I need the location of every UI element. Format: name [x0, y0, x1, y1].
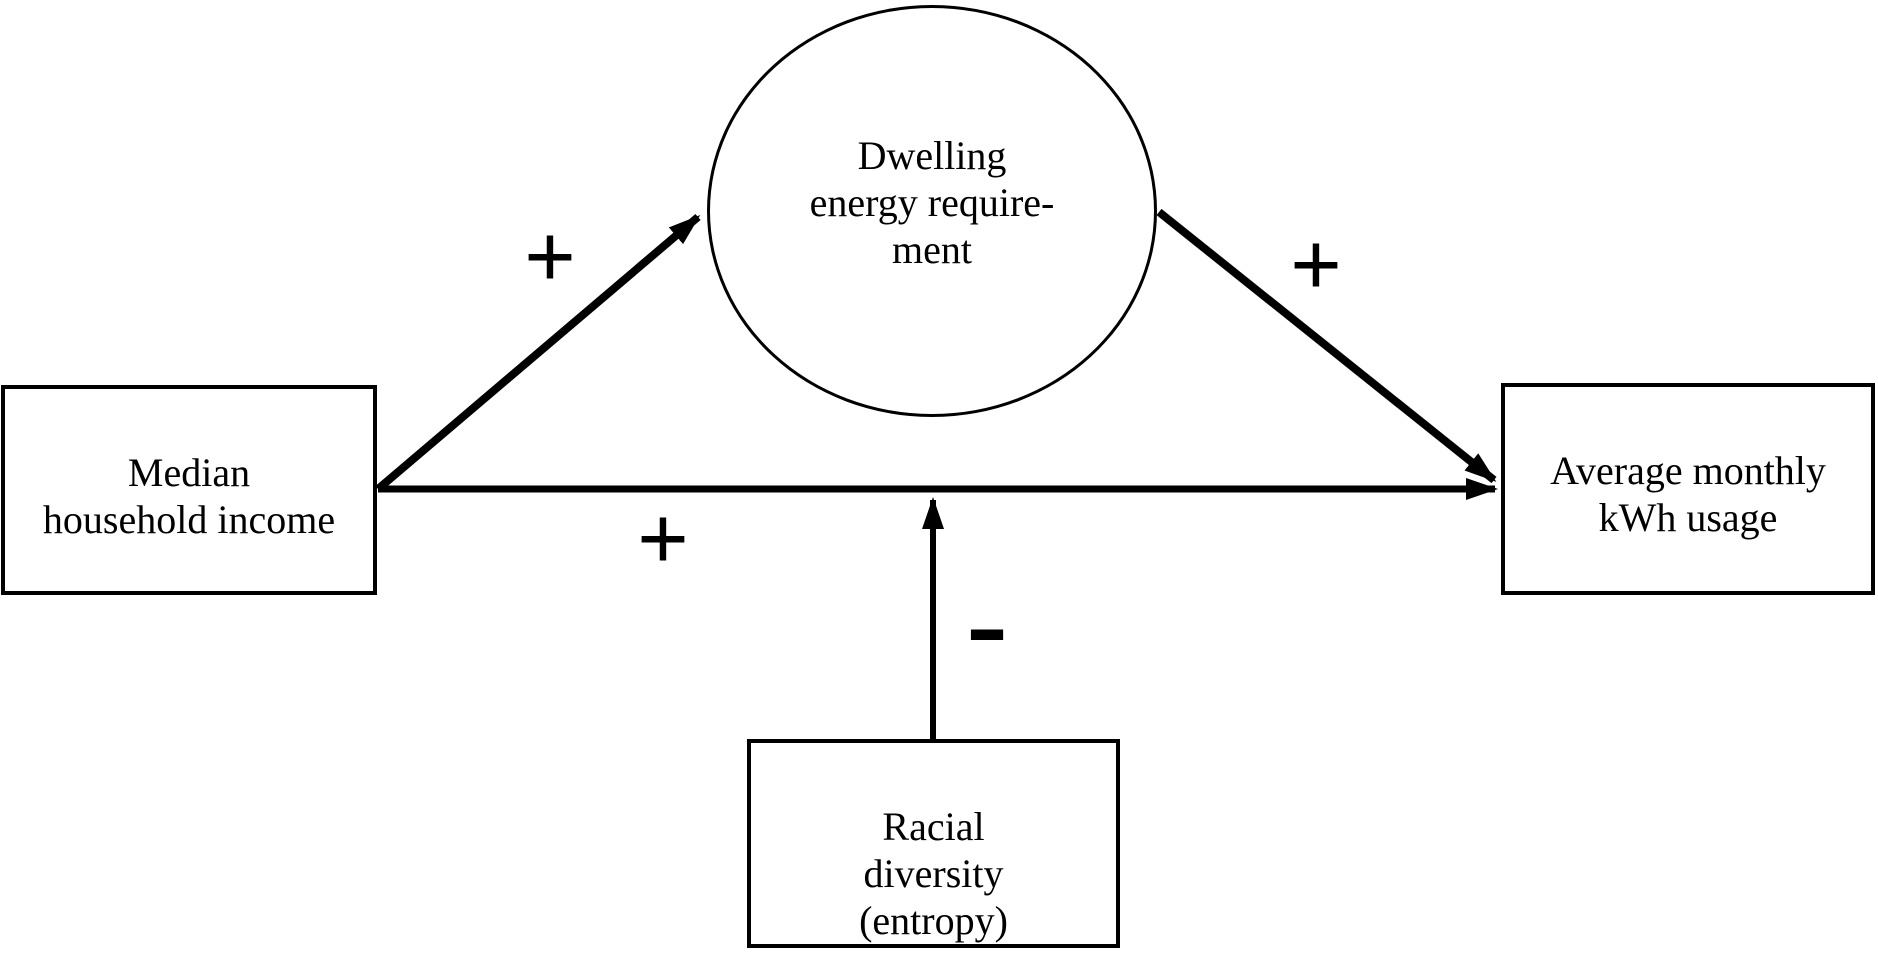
sign-dwelling-to-kwh-plus: +	[1289, 213, 1343, 316]
sign-income-to-kwh-plus: +	[636, 487, 690, 590]
node-label-racial-diversity-entropy: Racial diversity (entropy)	[859, 804, 1008, 943]
node-label-median-household-income: Median household income	[42, 450, 336, 542]
sign-racial-moderation-minus: -	[966, 554, 1008, 692]
node-label-dwelling-energy-requirement: Dwelling energy require- ment	[809, 132, 1055, 272]
node-median-household-income: Median household income	[1, 385, 377, 595]
node-dwelling-energy-requirement: Dwelling energy require- ment	[707, 5, 1157, 417]
node-label-average-monthly-kwh-usage: Average monthly kWh usage	[1550, 448, 1826, 540]
sign-income-to-dwelling-plus: +	[523, 205, 577, 308]
node-racial-diversity-entropy: Racial diversity (entropy)	[747, 739, 1120, 948]
node-average-monthly-kwh-usage: Average monthly kWh usage	[1501, 383, 1875, 595]
